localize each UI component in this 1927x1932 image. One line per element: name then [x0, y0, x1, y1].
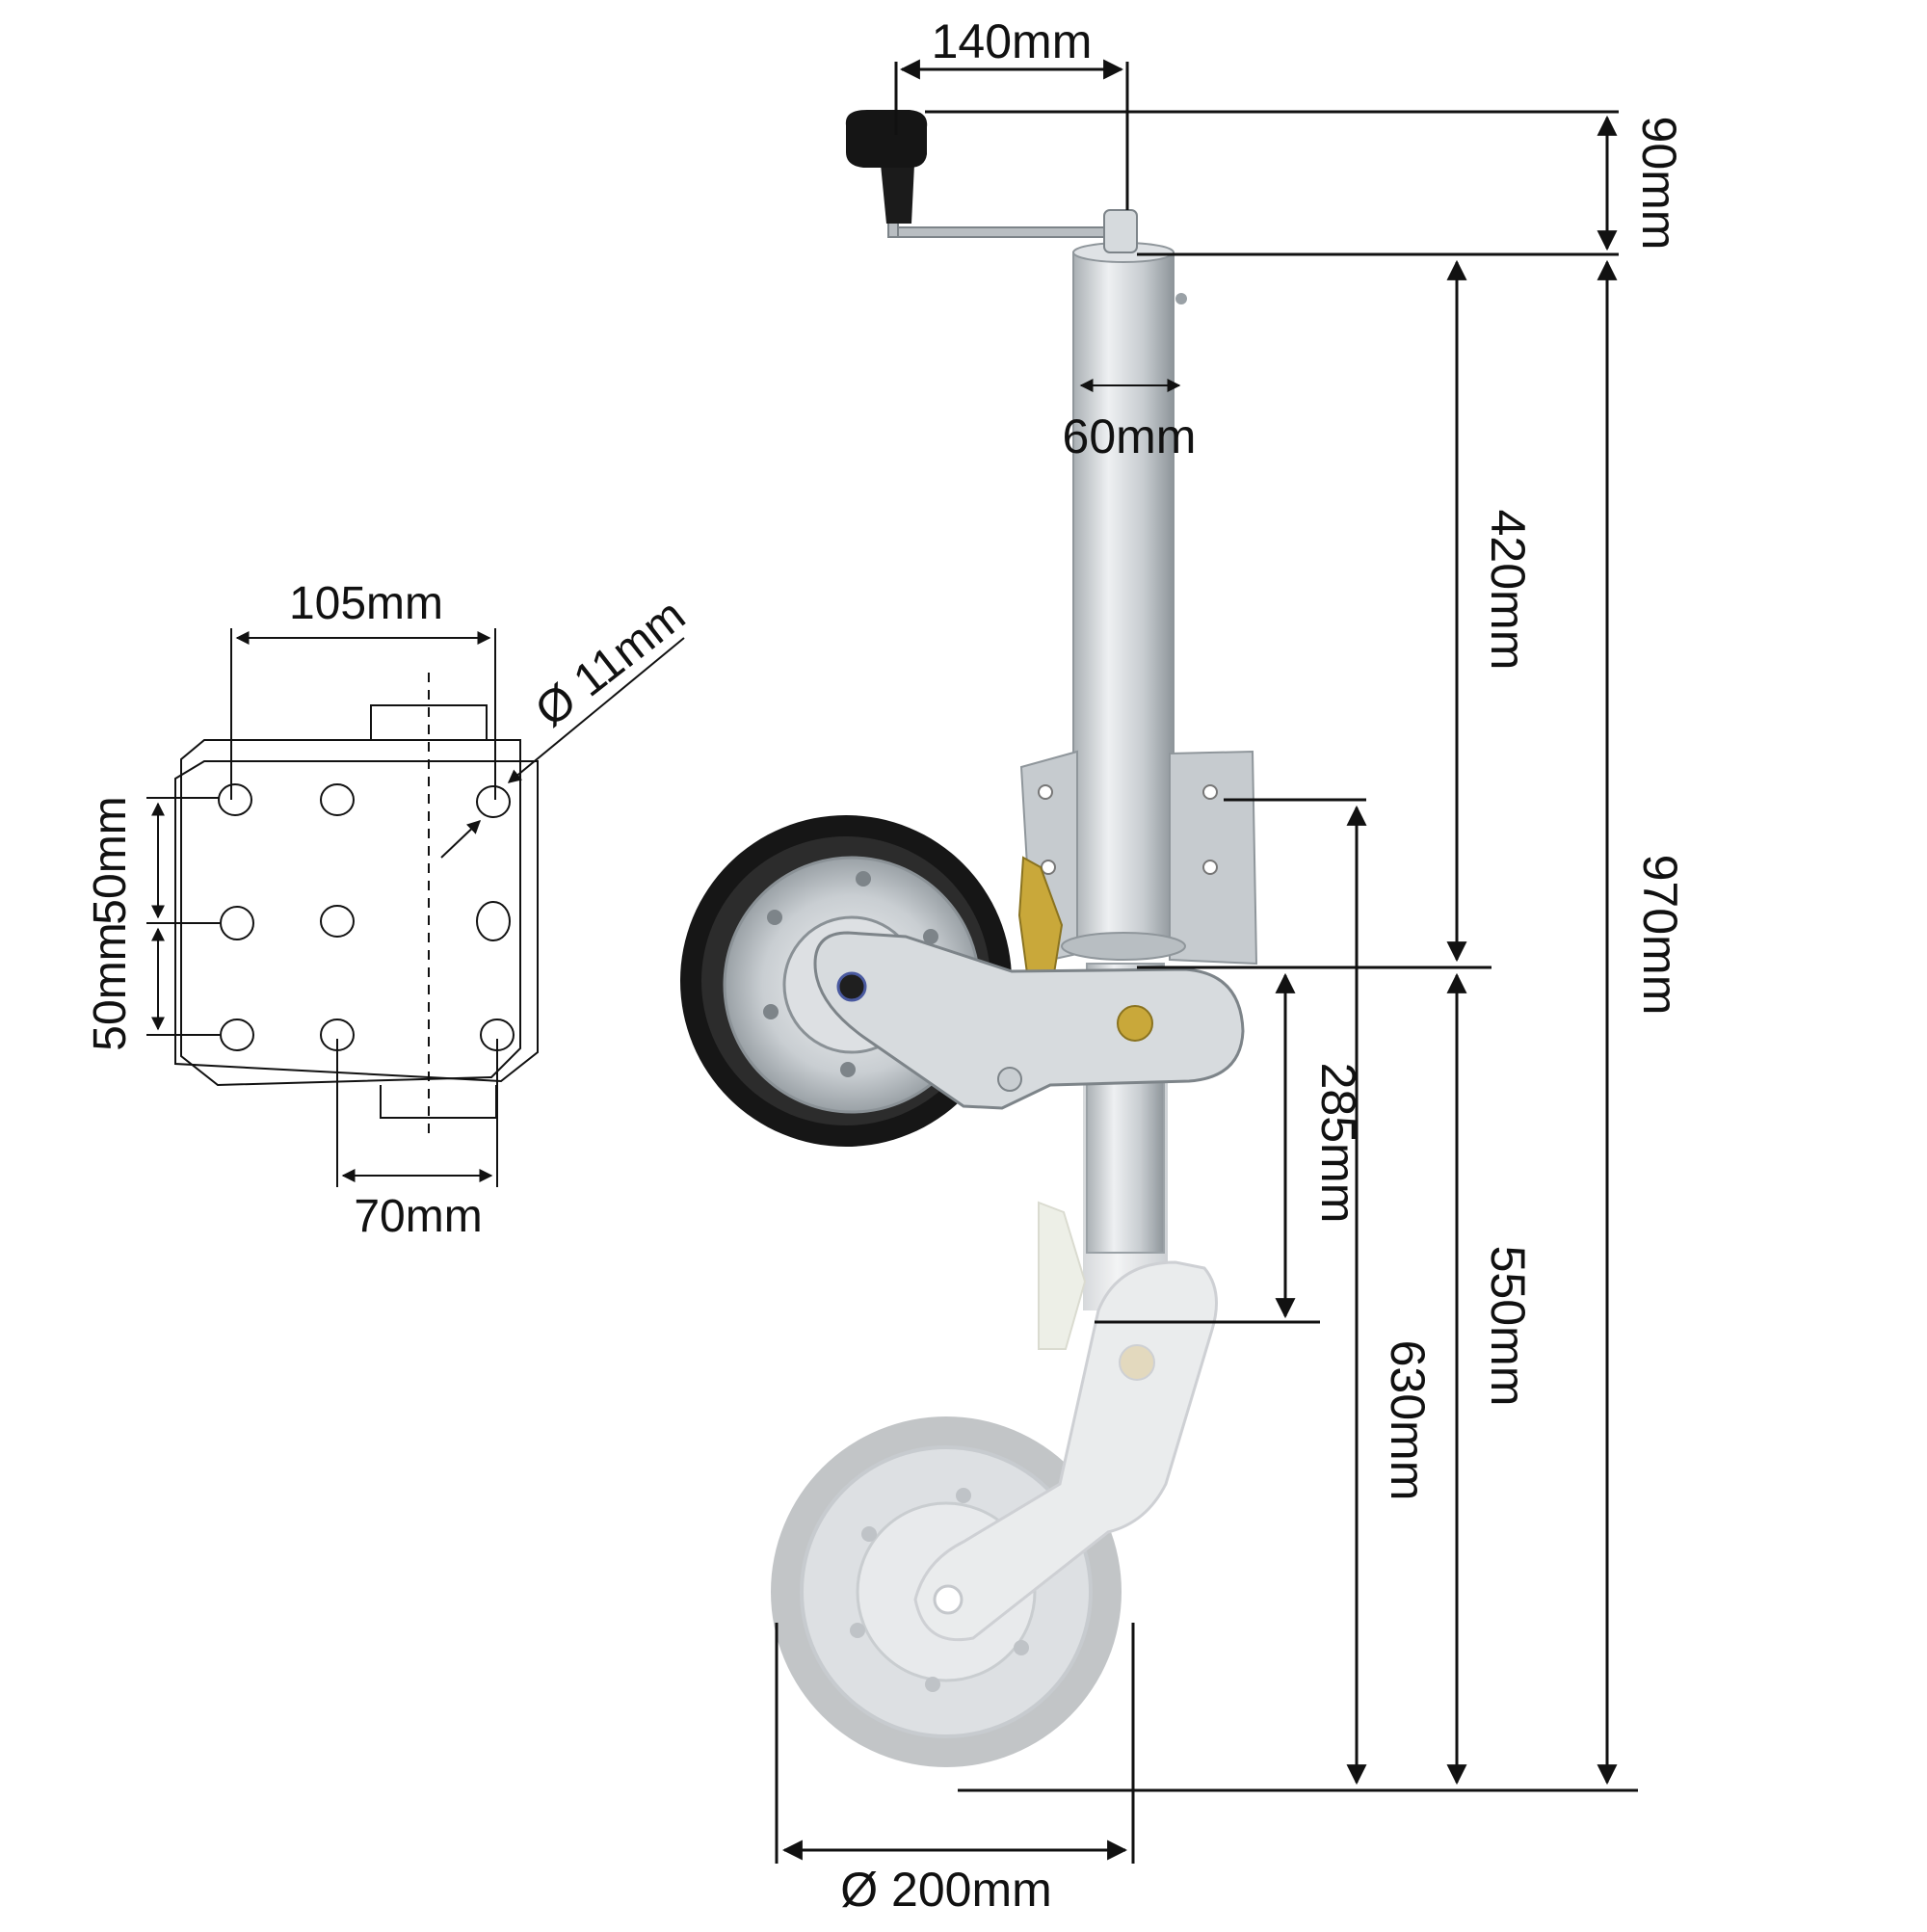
- ghost-bolt: [956, 1488, 971, 1503]
- hole-leader-inner: [440, 820, 482, 859]
- axle-cap: [836, 971, 867, 1002]
- handle-height-label: 90mm: [1632, 117, 1686, 251]
- handle-knob-icon: [845, 110, 928, 168]
- tube-diameter-label: 60mm: [1063, 410, 1197, 463]
- bracket-hole: [1041, 860, 1056, 875]
- swivel-arm: [813, 931, 1245, 1110]
- wheel-to-plate-label: 285mm: [1311, 1063, 1365, 1224]
- upper-spacing-label: 50mm: [85, 796, 136, 924]
- bracket-hole: [1202, 784, 1218, 800]
- ghost-axle-hole: [933, 1584, 964, 1615]
- crank-boss: [1103, 209, 1138, 253]
- plate-outline: [180, 739, 521, 1087]
- hole: [218, 783, 252, 816]
- plate-top-tab: [370, 704, 488, 740]
- plate-to-ground-label: 630mm: [1381, 1340, 1435, 1501]
- hole: [476, 901, 511, 941]
- ghost-clamp-tab: [1038, 1201, 1087, 1350]
- tube-collar: [1061, 932, 1186, 961]
- wheel-diameter-label: Ø 200mm: [840, 1863, 1052, 1917]
- ghost-bolt: [925, 1677, 940, 1692]
- jockey-wheel-illustration: 140mm 90mm 60mm 420mm 970mm 630mm 550mm …: [680, 14, 1687, 1917]
- wheel-bolt: [840, 1062, 856, 1077]
- plate-bottom-tab: [380, 1085, 497, 1119]
- mounting-holes: [218, 783, 515, 1051]
- bracket-hole: [1038, 784, 1053, 800]
- hole: [320, 783, 355, 816]
- bottom-spacing-label: 70mm: [354, 1191, 482, 1242]
- tube-pin: [1175, 293, 1187, 304]
- arm-bolt: [997, 1067, 1022, 1092]
- plate-outline-back: [174, 760, 539, 1083]
- ghost-bolt: [861, 1526, 877, 1542]
- lowered-wheel-ghost: [771, 1060, 1218, 1767]
- bracket-hole: [1202, 860, 1218, 875]
- crank-reach-label: 140mm: [932, 14, 1093, 68]
- mount-plate-drawing: 105mm Ø 11mm 50mm 50mm 70mm: [85, 578, 695, 1242]
- hole: [476, 785, 511, 818]
- hole-diameter-label: Ø 11mm: [526, 590, 695, 737]
- overall-height-label: 970mm: [1633, 855, 1687, 1016]
- lower-spacing-label: 50mm: [85, 922, 136, 1050]
- wheel-bolt: [767, 910, 782, 925]
- upper-length-label: 420mm: [1481, 510, 1535, 671]
- ghost-bolt: [1014, 1640, 1029, 1655]
- hole: [320, 905, 355, 938]
- pivot-bolt: [1117, 1005, 1153, 1042]
- hole: [220, 1019, 254, 1051]
- outer-tube: [1072, 251, 1175, 947]
- ghost-pivot: [1119, 1344, 1155, 1381]
- hole: [220, 906, 254, 940]
- plate-width-label: 105mm: [289, 578, 443, 629]
- ghost-bolt: [850, 1623, 865, 1638]
- wheel-bolt: [763, 1004, 779, 1019]
- wheel-bolt: [923, 929, 938, 944]
- hole-leader-line: [507, 637, 685, 783]
- wheel-bolt: [856, 871, 871, 887]
- lower-length-label: 550mm: [1481, 1246, 1535, 1407]
- crank-arm: [893, 226, 1119, 238]
